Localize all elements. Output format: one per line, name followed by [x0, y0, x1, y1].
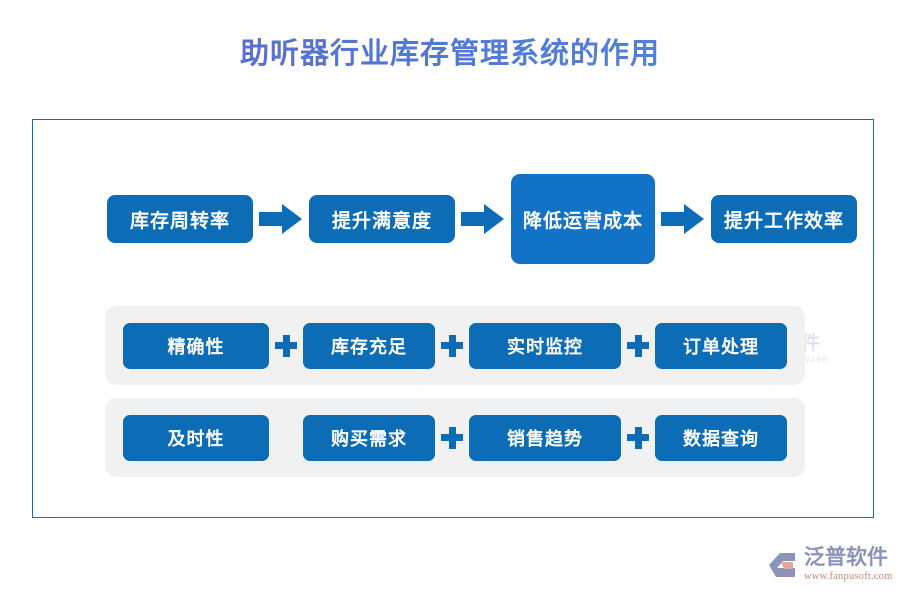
arrow-right-icon	[461, 204, 505, 234]
process-flow-row: 库存周转率 提升满意度 降低运营成本 提升工作效率	[107, 156, 857, 282]
plus-icon	[441, 426, 463, 449]
diagram-frame: 泛普软件 FANPU SOFTWARE 库存周转率 提升满意度 降低运营成本 提…	[32, 119, 874, 518]
page-title: 助听器行业库存管理系统的作用	[0, 30, 900, 72]
tag-data-query[interactable]: 数据查询	[655, 414, 787, 461]
tag-separator-blank	[275, 427, 297, 449]
flow-box-improve-satisfaction[interactable]: 提升满意度	[309, 195, 455, 243]
tag-order-processing[interactable]: 订单处理	[655, 322, 787, 369]
flow-box-inventory-turnover[interactable]: 库存周转率	[107, 195, 253, 243]
tag-purchase-demand[interactable]: 购买需求	[303, 414, 435, 461]
tag-group-row-2: 及时性 购买需求 销售趋势 数据查询	[105, 398, 805, 477]
arrow-right-icon	[661, 204, 705, 234]
plus-icon	[627, 426, 649, 449]
footer-text-group: 泛普软件 www.fanpusoft.com	[804, 547, 892, 583]
flow-box-reduce-operating-cost[interactable]: 降低运营成本	[511, 174, 655, 264]
plus-icon	[627, 334, 649, 357]
flow-box-improve-work-efficiency[interactable]: 提升工作效率	[711, 195, 857, 243]
tag-group-row-1: 精确性 库存充足 实时监控 订单处理	[105, 306, 805, 385]
tag-timeliness[interactable]: 及时性	[123, 414, 269, 461]
footer-brand-logo: 泛普软件 www.fanpusoft.com	[766, 540, 892, 590]
tag-sales-trend[interactable]: 销售趋势	[469, 414, 621, 461]
arrow-right-icon	[259, 204, 303, 234]
footer-brand-cn: 泛普软件	[804, 545, 888, 570]
plus-icon	[441, 334, 463, 357]
fanpu-logo-icon	[766, 548, 800, 582]
tag-realtime-monitoring[interactable]: 实时监控	[469, 322, 621, 369]
plus-icon	[275, 334, 297, 357]
tag-sufficient-stock[interactable]: 库存充足	[303, 322, 435, 369]
tag-accuracy[interactable]: 精确性	[123, 322, 269, 369]
footer-url: www.fanpusoft.com	[804, 571, 893, 583]
